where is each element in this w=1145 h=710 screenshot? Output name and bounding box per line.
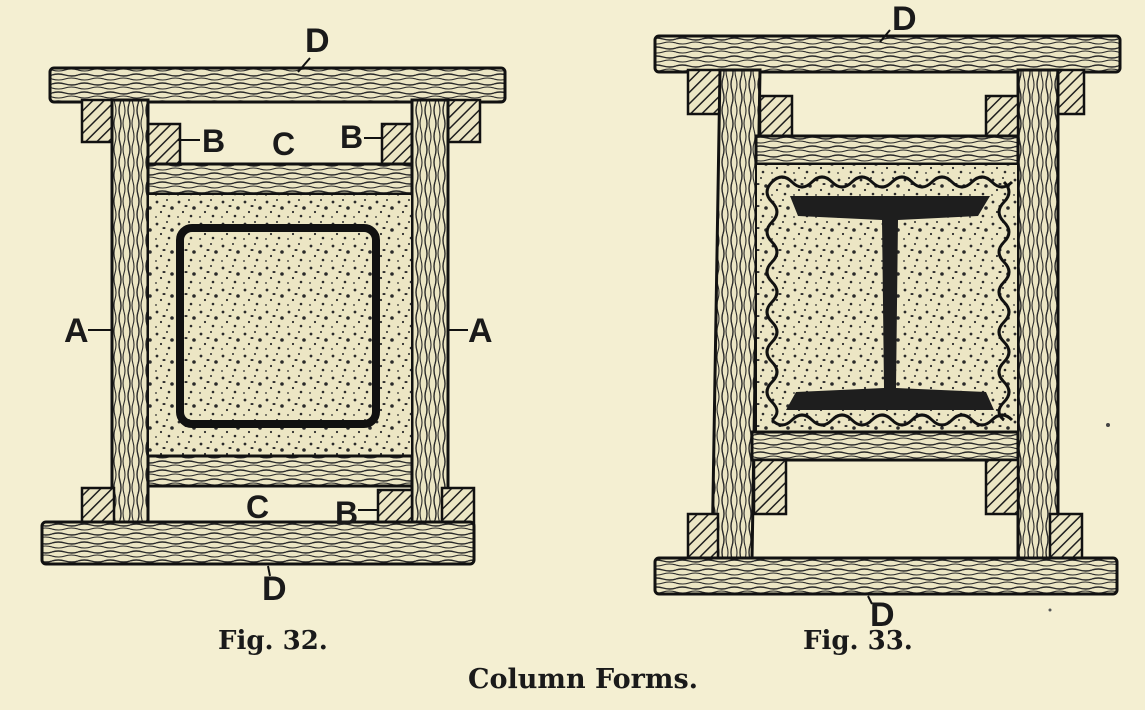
figure-title: Column Forms.: [468, 664, 699, 695]
fig33-crossboard-top: [754, 134, 1020, 166]
fig32-label-d-top: D: [305, 22, 330, 60]
fig33-board-d-bottom: [653, 556, 1119, 596]
fig32-board-a-right: [410, 98, 450, 530]
fig33-board-d-top: [653, 34, 1122, 74]
fig32-cleat-b: [146, 122, 182, 166]
fig33-label-d-bottom: D: [870, 596, 895, 634]
fig32-drawing: D B C B A A C B D: [40, 22, 507, 608]
fig32-cleat-b: [380, 122, 416, 166]
fig33-cleat: [984, 458, 1020, 516]
fig33-wire-wrap: [765, 175, 1014, 427]
fig32-reinforcement: [176, 224, 380, 428]
fig32-label-a-left: A: [64, 312, 89, 350]
fig32-label-a-right: A: [468, 312, 493, 350]
fig32-board-c-top: [146, 162, 414, 196]
fig32-caption: Fig. 32.: [218, 626, 328, 656]
fig32-board-d-bottom: [40, 520, 476, 566]
fig32-label-c-bottom: C: [246, 489, 269, 525]
fig33-cleat: [758, 94, 794, 140]
fig32-block: [80, 98, 118, 144]
fig33-block: [686, 68, 724, 116]
fig32-label-b-bottom: B: [335, 495, 358, 531]
fig32-board-a-left: [110, 98, 150, 530]
fig32-label-b-right: B: [340, 119, 363, 155]
fig32-label-b-left: B: [202, 123, 225, 159]
fig33-crossboard-bottom: [750, 430, 1020, 462]
fig32-block: [440, 486, 476, 526]
fig32-board-c-bottom: [146, 454, 414, 488]
fig33-cleat: [752, 458, 788, 516]
fig33-label-d-top: D: [892, 0, 917, 38]
fig33-upright-right: [1016, 68, 1060, 562]
speck: [1106, 423, 1110, 427]
fig32-label-c-top: C: [272, 126, 295, 162]
fig33-drawing: D D: [653, 0, 1122, 634]
fig32-label-d-bottom: D: [262, 570, 287, 608]
fig33-block: [686, 512, 720, 562]
fig33-block: [1048, 512, 1084, 562]
fig32-block: [80, 486, 116, 526]
fig32-board-d-top: [48, 66, 507, 104]
speck: [1048, 608, 1052, 612]
fig32-block: [444, 98, 482, 144]
fig33-cleat: [984, 94, 1020, 140]
fig33-i-beam: [786, 196, 994, 410]
fig33-caption: Fig. 33.: [803, 626, 913, 656]
